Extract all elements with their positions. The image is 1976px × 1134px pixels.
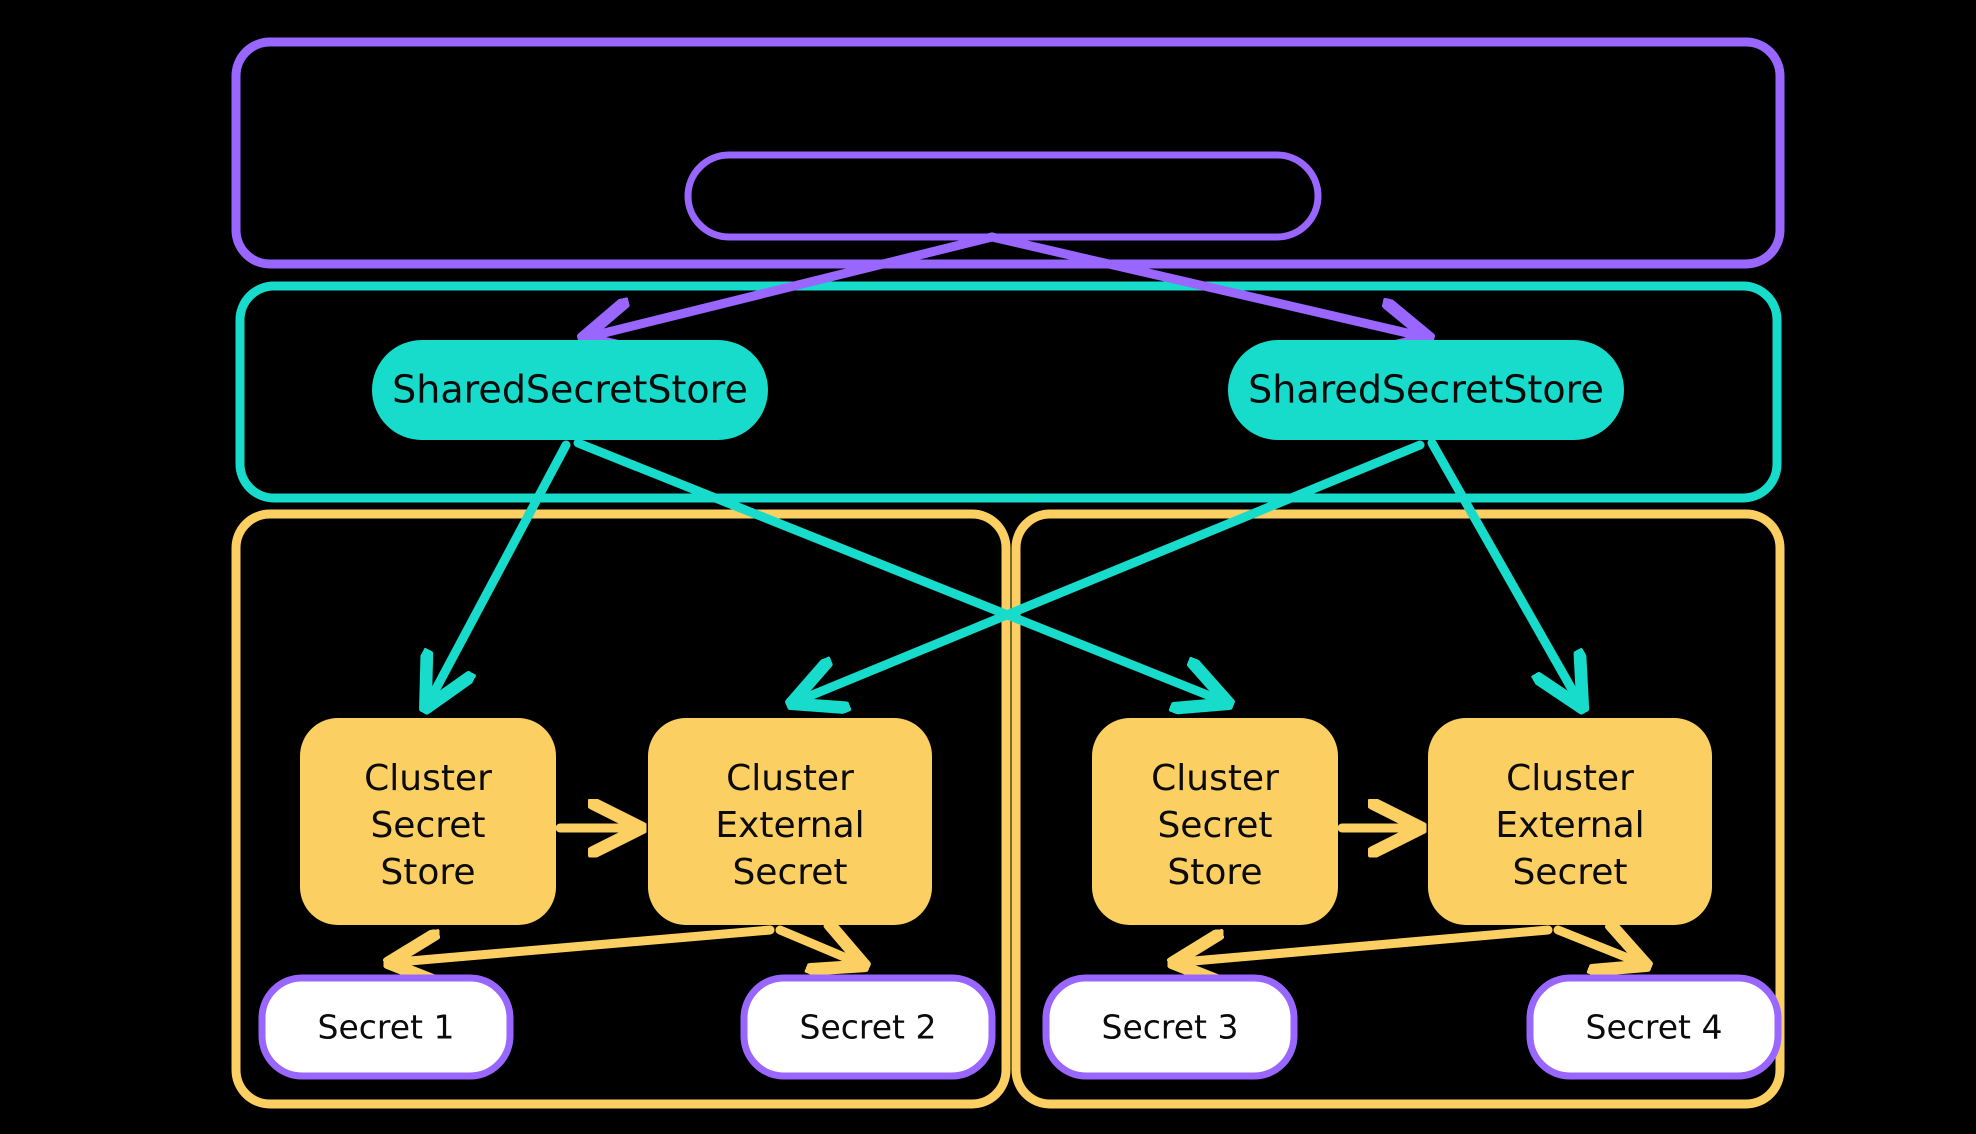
cluster-external-secret-left-line2: External: [715, 805, 864, 846]
node-cluster-external-secret-left[interactable]: Cluster External Secret: [648, 718, 932, 925]
cluster-secret-store-left-line2: Secret: [370, 805, 485, 846]
container-purple-outer: [231, 37, 1785, 269]
node-cluster-secret-store-right[interactable]: Cluster Secret Store: [1092, 718, 1338, 925]
node-secret-1[interactable]: Secret 1: [258, 974, 514, 1080]
secret-3-label: Secret 3: [1102, 1008, 1239, 1047]
cluster-secret-store-right-line2: Secret: [1157, 805, 1272, 846]
node-cluster-secret-store-left[interactable]: Cluster Secret Store: [300, 718, 556, 925]
edge-external-secret-left-to-secret-2: [775, 930, 856, 962]
node-shared-secret-store-left[interactable]: SharedSecretStore: [372, 340, 768, 440]
edge-external-secret-right-to-secret-3: [1182, 925, 1553, 962]
cluster-secret-store-left-line1: Cluster: [364, 758, 492, 799]
edge-shared-right-to-cluster-external-secret-left: [800, 440, 1425, 700]
shared-secret-store-right-label: SharedSecretStore: [1248, 368, 1604, 412]
node-secret-2[interactable]: Secret 2: [740, 974, 996, 1080]
cluster-secret-store-right-line3: Store: [1167, 852, 1262, 893]
edge-external-secret-right-to-secret-4: [1553, 930, 1638, 962]
node-cluster-external-secret-right[interactable]: Cluster External Secret: [1428, 718, 1712, 925]
node-secret-3[interactable]: Secret 3: [1042, 974, 1298, 1080]
edge-shared-left-to-cluster-secret-store-right: [573, 438, 1220, 700]
secret-2-label: Secret 2: [800, 1008, 937, 1047]
edge-root-to-shared-store-right: [987, 232, 1420, 336]
cluster-secret-store-left-line3: Store: [380, 852, 475, 893]
cluster-secret-store-right-line1: Cluster: [1151, 758, 1279, 799]
shared-secret-store-left-label: SharedSecretStore: [392, 368, 748, 412]
cluster-external-secret-right-line1: Cluster: [1506, 758, 1634, 799]
secret-1-label: Secret 1: [318, 1008, 455, 1047]
edge-root-to-shared-store-left: [592, 232, 997, 336]
node-shared-secret-store-right[interactable]: SharedSecretStore: [1228, 340, 1624, 440]
node-root-pill[interactable]: [684, 151, 1322, 241]
edge-shared-right-to-cluster-external-secret-right: [1427, 438, 1578, 700]
edge-shared-left-to-cluster-secret-store-left: [430, 440, 571, 700]
cluster-external-secret-left-line3: Secret: [732, 852, 847, 893]
container-yellow-right: [1011, 509, 1785, 1109]
cluster-external-secret-left-line1: Cluster: [726, 758, 854, 799]
cluster-external-secret-right-line2: External: [1495, 805, 1644, 846]
secret-4-label: Secret 4: [1586, 1008, 1723, 1047]
edge-external-secret-left-to-secret-1: [398, 925, 775, 962]
node-secret-4[interactable]: Secret 4: [1526, 974, 1782, 1080]
container-yellow-left: [231, 509, 1011, 1109]
cluster-external-secret-right-line3: Secret: [1512, 852, 1627, 893]
container-teal: [235, 281, 1782, 503]
